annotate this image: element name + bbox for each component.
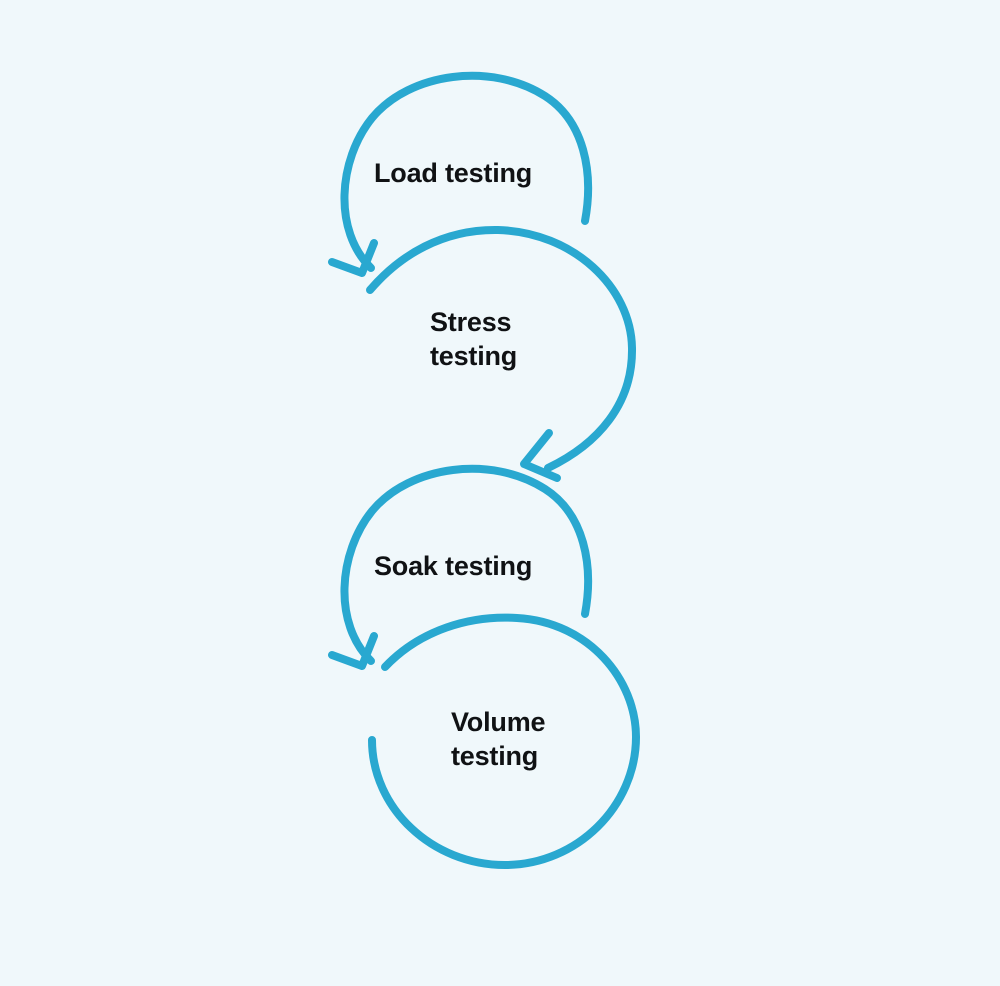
stage-label-load-testing: Load testing [374, 158, 533, 188]
arrowhead-load-testing [328, 239, 378, 277]
arc-volume-testing [368, 613, 640, 869]
stage-arc-stress-testing [366, 225, 637, 482]
stage-arc-soak-testing [328, 464, 593, 670]
arc-stress-testing [366, 225, 637, 472]
stage-arc-volume-testing [368, 613, 640, 869]
stage-label-stress-testing: Stress testing [430, 307, 518, 371]
arrowhead-soak-testing [328, 632, 378, 670]
stage-label-volume-testing: Volume testing [451, 707, 546, 771]
arc-soak-testing [340, 464, 593, 665]
stage-arc-load-testing [328, 71, 593, 277]
stage-label-soak-testing: Soak testing [374, 551, 533, 581]
arc-load-testing [340, 71, 593, 272]
arrowhead-stress-testing [520, 429, 561, 482]
